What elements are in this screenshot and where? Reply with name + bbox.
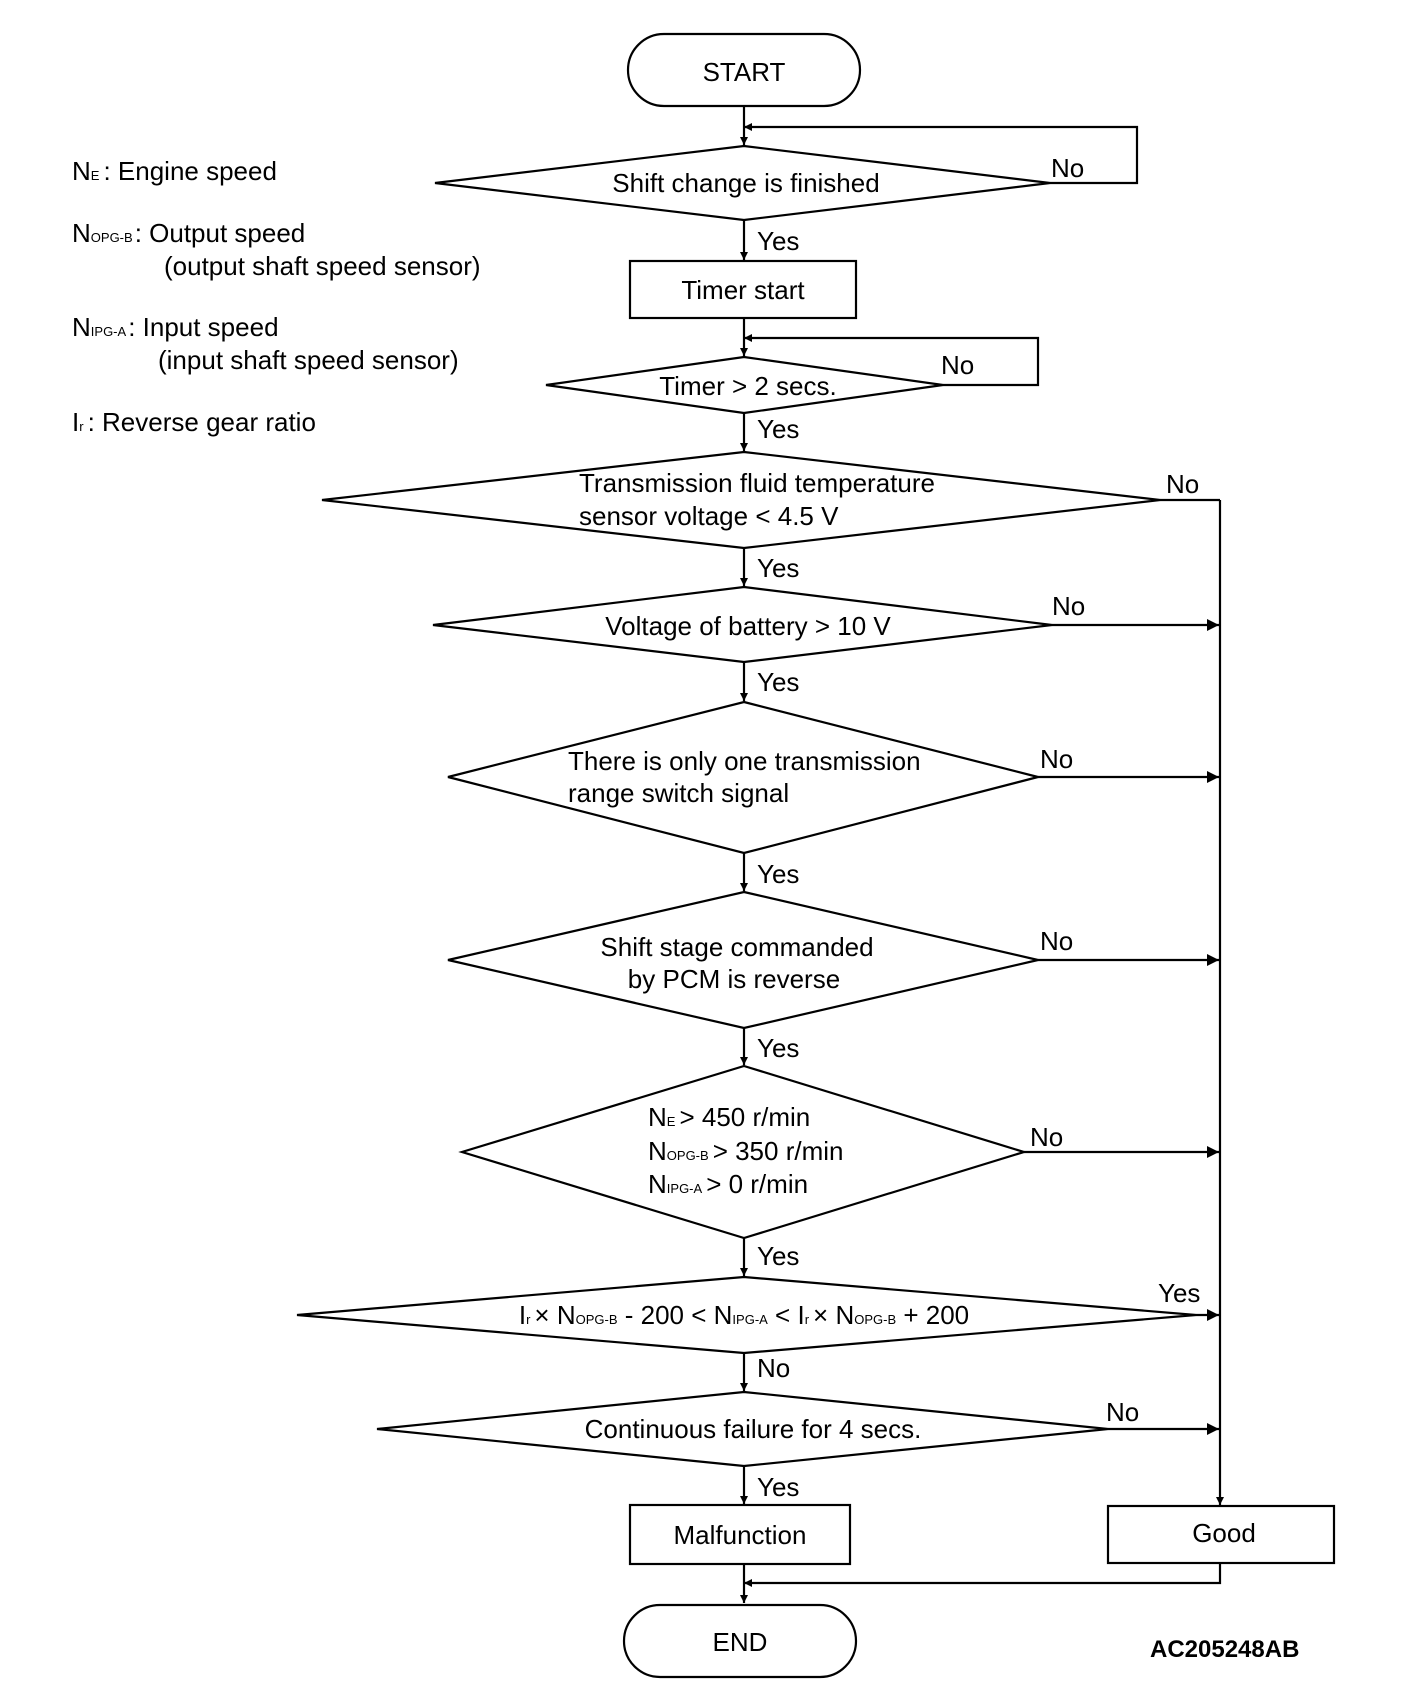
decision-ratio-label: Ir× NOPG-B - 200 < NIPG-A < Ir× NOPG-B +… <box>519 1300 969 1330</box>
legend-nipg-desc: (input shaft speed sensor) <box>158 345 459 375</box>
decision-fluid-temp-label-1: Transmission fluid temperature <box>579 468 935 498</box>
decision-speeds-line1: NE> 450 r/min <box>648 1102 810 1132</box>
decision-continuous-label: Continuous failure for 4 secs. <box>585 1414 922 1444</box>
label-yes-fluid: Yes <box>757 553 799 583</box>
label-yes-timer: Yes <box>757 414 799 444</box>
label-no-fluid: No <box>1166 469 1199 499</box>
edge-good-end <box>744 1563 1222 1587</box>
decision-shift-finished-label: Shift change is finished <box>612 168 879 198</box>
decision-speeds-line3: NIPG-A> 0 r/min <box>648 1169 808 1199</box>
decision-range-switch-label-2: range switch signal <box>568 778 789 808</box>
label-no-speeds: No <box>1030 1122 1063 1152</box>
edge-shift-no-loop <box>744 123 1139 185</box>
label-no-stage: No <box>1040 926 1073 956</box>
end-label: END <box>713 1627 768 1657</box>
legend-nopg: NOPG-B: Output speed <box>72 218 305 248</box>
process-good-label: Good <box>1192 1518 1256 1548</box>
label-no-range: No <box>1040 744 1073 774</box>
legend: NE: Engine speed NOPG-B: Output speed (o… <box>72 156 481 437</box>
label-no-battery: No <box>1052 591 1085 621</box>
label-no-continuous: No <box>1106 1397 1139 1427</box>
label-yes-ratio: Yes <box>1158 1278 1200 1308</box>
decision-range-switch-label-1: There is only one transmission <box>568 746 921 776</box>
decision-battery-label: Voltage of battery > 10 V <box>605 611 891 641</box>
legend-nopg-desc: (output shaft speed sensor) <box>164 251 481 281</box>
decision-fluid-temp <box>321 450 1161 550</box>
label-yes-battery: Yes <box>757 667 799 697</box>
decision-timer-check-label: Timer > 2 secs. <box>659 371 836 401</box>
process-good <box>1106 1504 1336 1565</box>
process-timer-start-label: Timer start <box>681 275 805 305</box>
label-yes-stage: Yes <box>757 1033 799 1063</box>
end-terminal <box>622 1603 858 1679</box>
process-timer-start <box>628 259 858 320</box>
decision-shift-stage-label-2: by PCM is reverse <box>628 964 840 994</box>
process-malfunction-label: Malfunction <box>674 1520 807 1550</box>
label-no-ratio: No <box>757 1353 790 1383</box>
legend-ne: NE: Engine speed <box>72 156 277 186</box>
start-label: START <box>703 57 786 87</box>
legend-ir: Ir: Reverse gear ratio <box>72 407 316 437</box>
decision-speeds-line2: NOPG-B> 350 r/min <box>648 1136 843 1166</box>
label-yes-speeds: Yes <box>757 1241 799 1271</box>
legend-nipg: NIPG-A: Input speed <box>72 312 279 342</box>
edge-timer-no-loop <box>744 334 1040 387</box>
label-yes-shift: Yes <box>757 226 799 256</box>
label-no-timer: No <box>941 350 974 380</box>
decision-fluid-temp-label-2: sensor voltage < 4.5 V <box>579 501 839 531</box>
figure-code: AC205248AB <box>1150 1636 1299 1663</box>
label-no-shift: No <box>1051 153 1084 183</box>
label-yes-continuous: Yes <box>757 1472 799 1502</box>
decision-shift-stage-label-1: Shift stage commanded <box>600 932 873 962</box>
label-yes-range: Yes <box>757 859 799 889</box>
process-malfunction <box>628 1503 852 1566</box>
